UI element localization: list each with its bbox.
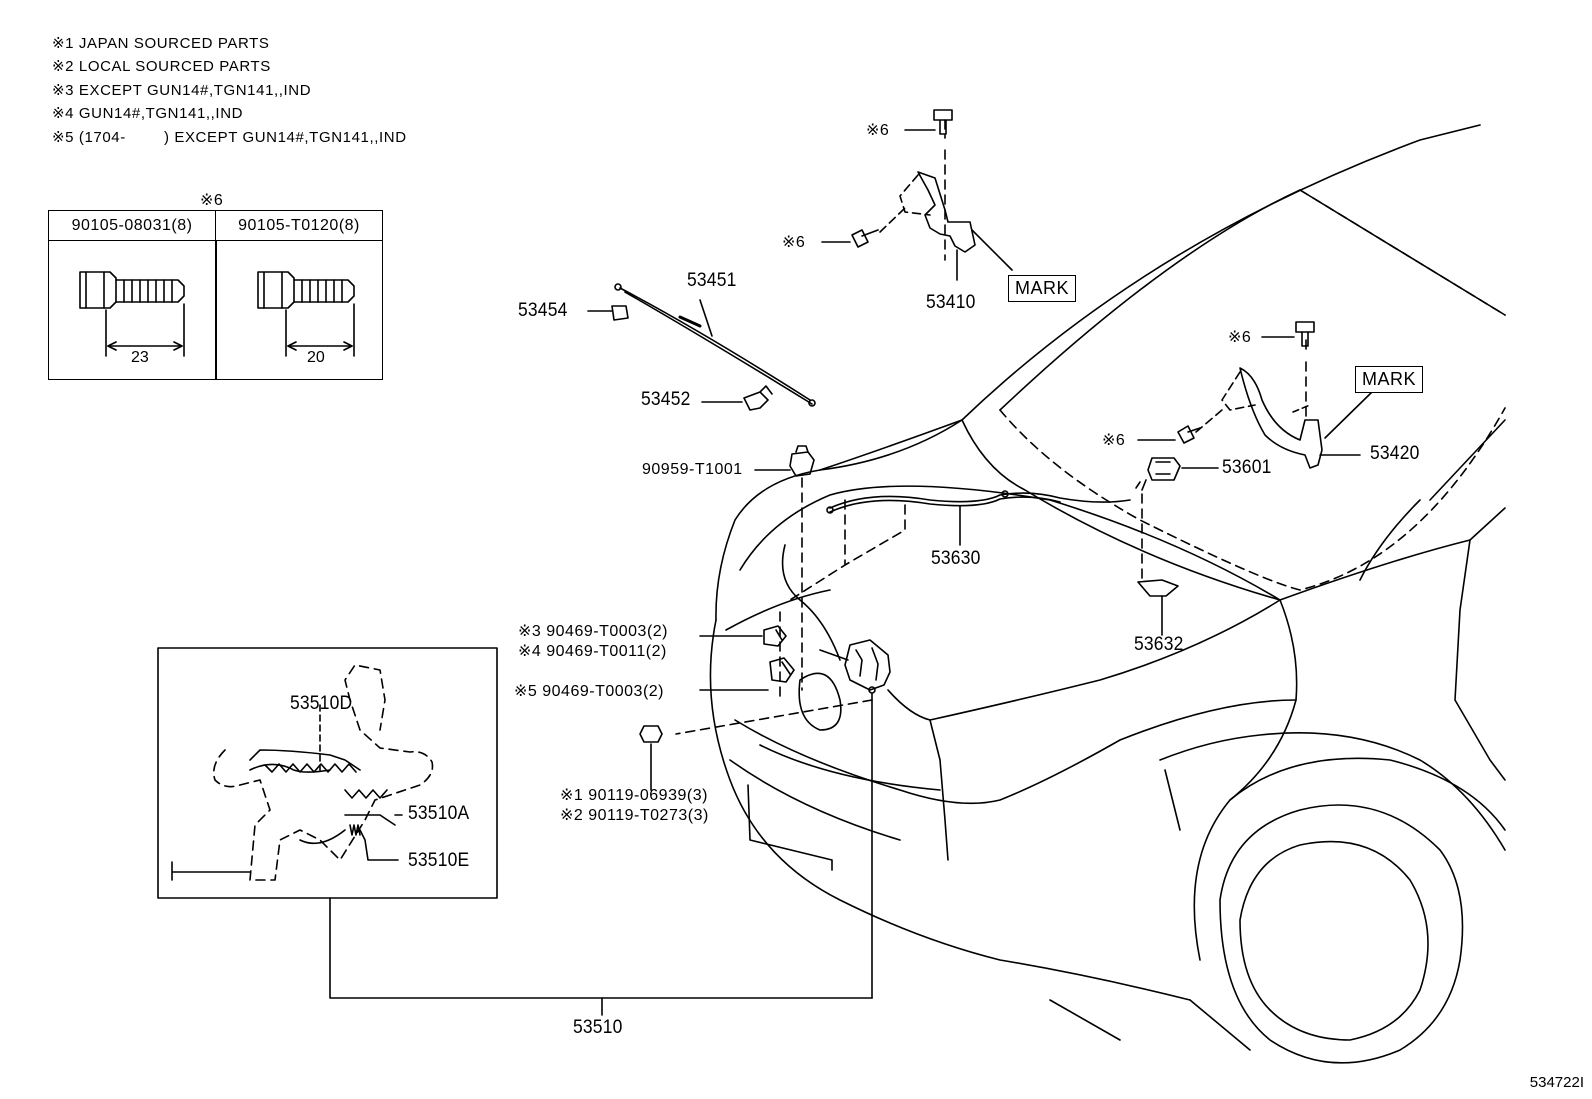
part-53454: 53454 <box>518 300 568 321</box>
bolt-icon <box>851 229 879 248</box>
note-2: ※2 LOCAL SOURCED PARTS <box>52 58 271 76</box>
clip-callout-3: ※5 90469-T0003(2) <box>514 683 664 700</box>
clip-callout-2: ※4 90469-T0011(2) <box>518 643 667 660</box>
mark6-label-4: ※6 <box>1102 432 1126 449</box>
part-53510A: 53510A <box>408 803 470 824</box>
leader-lines <box>821 129 1295 441</box>
vehicle-outline <box>709 124 1506 1064</box>
hinge-right-53420 <box>1195 339 1373 469</box>
part-53510E: 53510E <box>408 850 470 871</box>
part-53630: 53630 <box>931 548 981 569</box>
detail-inset <box>157 647 873 1016</box>
bracket-53632 <box>1137 579 1179 636</box>
part-53452: 53452 <box>641 389 691 410</box>
bolt-icon <box>257 271 355 357</box>
part-53420: 53420 <box>1370 443 1420 464</box>
mark6-label-2: ※6 <box>782 234 806 251</box>
bolt-length-2: 20 <box>307 349 325 366</box>
bolt-icon <box>1295 321 1315 347</box>
figure-id: 534722I <box>1529 1074 1584 1091</box>
notes-block: ※1 JAPAN SOURCED PARTS ※2 LOCAL SOURCED … <box>52 32 407 149</box>
hood-lock-assembly <box>675 639 891 999</box>
part-53632: 53632 <box>1134 634 1184 655</box>
part-53410: 53410 <box>926 292 976 313</box>
note-5: ※5 (1704- ) EXCEPT GUN14#,TGN141,,IND <box>52 128 407 146</box>
bolt-table-divider <box>215 240 217 380</box>
bolt-icon <box>639 725 663 791</box>
clamp-90959 <box>754 445 815 691</box>
note-4: ※4 GUN14#,TGN141,,IND <box>52 105 244 123</box>
clip-icon <box>699 625 787 647</box>
mark-box-left: MARK <box>1008 275 1077 302</box>
mark6-label-3: ※6 <box>1228 329 1252 346</box>
note-1: ※1 JAPAN SOURCED PARTS <box>52 35 270 52</box>
bolt-table: 90105-08031(8) 90105-T0120(8) 23 20 <box>48 210 383 380</box>
part-90959: 90959-T1001 <box>642 461 743 478</box>
note-3: ※3 EXCEPT GUN14#,TGN141,,IND <box>52 81 312 99</box>
clip-callout-1: ※3 90469-T0003(2) <box>518 623 668 640</box>
part-53451: 53451 <box>687 270 737 291</box>
bolt-table-header-2: 90105-T0120(8) <box>216 211 382 241</box>
support-rod-53451 <box>587 283 816 411</box>
part-53510D: 53510D <box>290 693 353 714</box>
bolt-callout-1: ※1 90119-06939(3) <box>560 787 708 804</box>
mark6-label-1: ※6 <box>866 122 890 139</box>
bolt-table-mark: ※6 <box>200 192 224 209</box>
part-53601: 53601 <box>1222 457 1272 478</box>
hinge-left-53410 <box>879 119 1013 281</box>
bolt-icon <box>79 271 185 357</box>
bolt-callout-2: ※2 90119-T0273(3) <box>560 807 709 824</box>
sensor-53601 <box>1141 457 1219 581</box>
part-53510: 53510 <box>573 1017 623 1038</box>
bolt-icon <box>1177 425 1201 444</box>
bolt-table-header-1: 90105-08031(8) <box>49 211 216 241</box>
mark-box-right: MARK <box>1355 366 1424 393</box>
release-cable-53630 <box>781 481 1141 661</box>
bolt-length-1: 23 <box>131 349 149 366</box>
clip-icon <box>699 611 795 701</box>
bolt-icon <box>933 109 953 135</box>
